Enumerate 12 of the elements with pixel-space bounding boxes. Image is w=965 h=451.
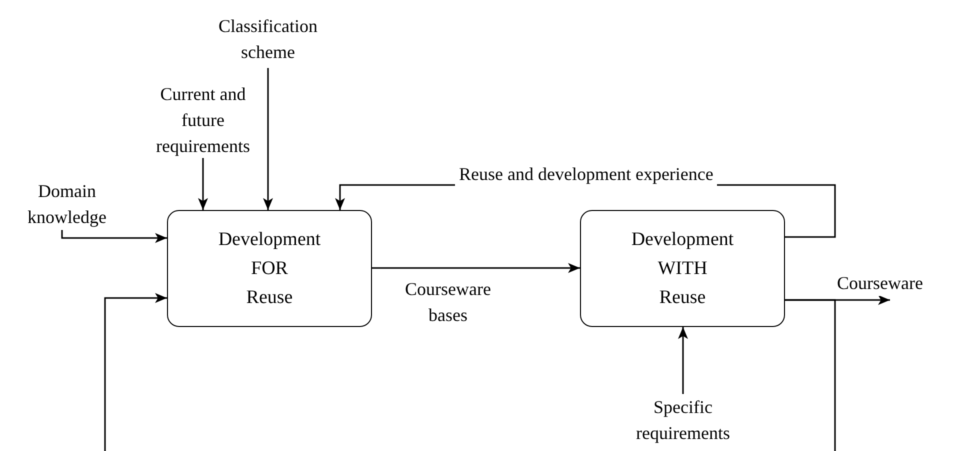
- arrow: [104, 293, 836, 451]
- input-label: Classification scheme: [200, 10, 336, 68]
- process-box: Development FOR Reuse: [167, 210, 372, 327]
- input-label: Specific requirements: [610, 394, 756, 446]
- arrow: [678, 327, 688, 394]
- arrow: [372, 263, 580, 273]
- input-label: Domain knowledge: [12, 178, 122, 230]
- input-label: Current and future requirements: [138, 82, 268, 158]
- process-box: Development WITH Reuse: [580, 210, 785, 327]
- arrow: [263, 68, 273, 210]
- arrow: [198, 158, 208, 210]
- arrow: [61, 230, 167, 243]
